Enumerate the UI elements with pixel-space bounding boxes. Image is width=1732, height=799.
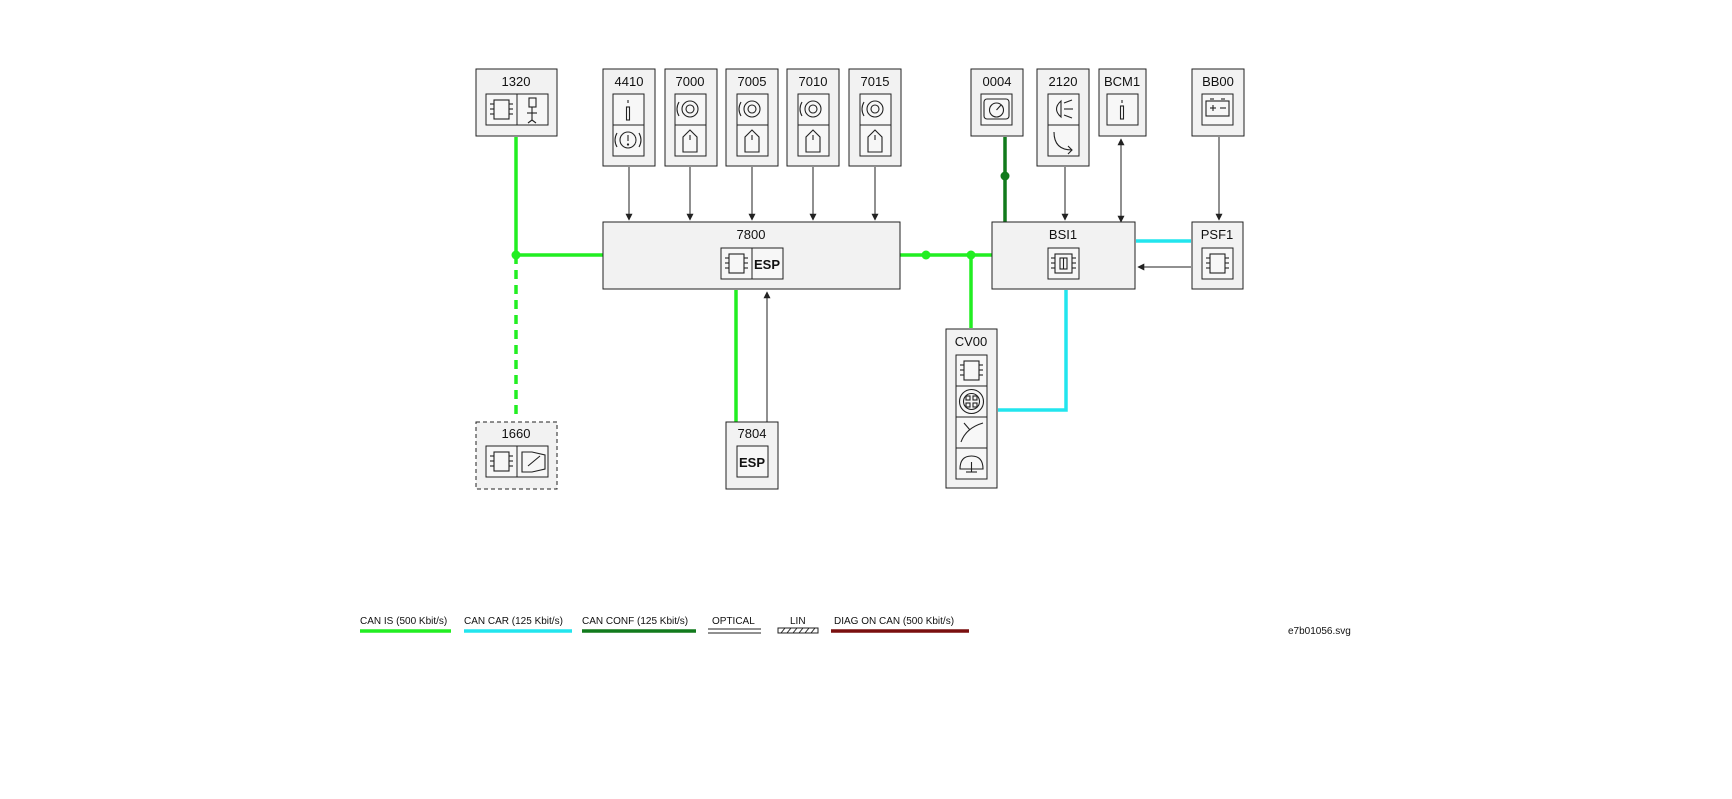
module-psf1-label: PSF1 bbox=[1201, 227, 1234, 242]
wired-links bbox=[625, 137, 1223, 422]
legend-diag-on-can-label: DIAG ON CAN (500 Kbit/s) bbox=[834, 616, 954, 627]
ecu-chip-icon bbox=[490, 99, 513, 120]
module-1660-label: 1660 bbox=[502, 426, 531, 441]
module-0004[interactable]: 0004 bbox=[970, 68, 1024, 137]
sensor-probe-icon bbox=[805, 129, 821, 153]
ecu-chip-icon bbox=[490, 451, 513, 472]
module-2120[interactable]: 2120 bbox=[1036, 68, 1090, 167]
module-psf1[interactable]: PSF1 bbox=[1191, 221, 1244, 290]
legend-lin: LIN bbox=[777, 616, 819, 634]
wheel-speed-sensor-icon bbox=[799, 100, 822, 118]
steering-angle-icon bbox=[1053, 131, 1073, 155]
sensor-probe-icon bbox=[744, 129, 760, 153]
wheel-speed-sensor-icon bbox=[676, 100, 699, 118]
module-7010-label: 7010 bbox=[799, 74, 828, 89]
legend-can-conf-label: CAN CONF (125 Kbit/s) bbox=[582, 616, 688, 627]
esp-icon: ESP bbox=[739, 455, 765, 470]
instrument-panel-icon bbox=[983, 98, 1010, 120]
module-bb00-label: BB00 bbox=[1202, 74, 1234, 89]
module-7800-label: 7800 bbox=[737, 227, 766, 242]
horn-steering-icon bbox=[959, 455, 984, 473]
can-is-junction-cv00 bbox=[966, 250, 976, 260]
legend-can-conf: CAN CONF (125 Kbit/s) bbox=[582, 616, 696, 633]
module-bb00[interactable]: BB00 bbox=[1191, 68, 1245, 137]
fuel-injector-icon bbox=[527, 97, 537, 124]
legend-diag-on-can: DIAG ON CAN (500 Kbit/s) bbox=[831, 616, 969, 633]
legend-can-is: CAN IS (500 Kbit/s) bbox=[360, 616, 451, 633]
legend-can-car-label: CAN CAR (125 Kbit/s) bbox=[464, 616, 563, 627]
module-4410[interactable]: 4410 bbox=[602, 68, 656, 167]
headlamp-icon bbox=[1055, 99, 1073, 119]
legend-can-car: CAN CAR (125 Kbit/s) bbox=[464, 616, 572, 633]
module-7005[interactable]: 7005 bbox=[725, 68, 779, 167]
module-1660[interactable]: 1660 bbox=[475, 421, 558, 490]
can-car-bus bbox=[998, 239, 1191, 412]
module-7015-label: 7015 bbox=[861, 74, 890, 89]
can-conf-junction bbox=[1000, 171, 1010, 181]
module-7005-label: 7005 bbox=[738, 74, 767, 89]
filename-caption: e7b01056.svg bbox=[1288, 626, 1351, 637]
can-is-junction-7800 bbox=[921, 250, 931, 260]
module-7000-label: 7000 bbox=[676, 74, 705, 89]
ecu-chip-icon bbox=[1206, 253, 1229, 274]
module-7804[interactable]: 7804 ESP bbox=[725, 421, 779, 490]
module-7804-label: 7804 bbox=[738, 426, 767, 441]
module-cv00[interactable]: CV00 bbox=[945, 328, 998, 489]
wheel-speed-sensor-icon bbox=[738, 100, 761, 118]
brake-warning-icon bbox=[614, 131, 642, 149]
module-7800[interactable]: 7800 ESP bbox=[602, 221, 901, 290]
legend: CAN IS (500 Kbit/s) CAN CAR (125 Kbit/s)… bbox=[360, 616, 969, 634]
module-1320-label: 1320 bbox=[502, 74, 531, 89]
module-0004-label: 0004 bbox=[983, 74, 1012, 89]
module-bcm1-label: BCM1 bbox=[1104, 74, 1140, 89]
switch-icon bbox=[1119, 100, 1125, 120]
sensor-probe-icon bbox=[682, 129, 698, 153]
module-4410-label: 4410 bbox=[615, 74, 644, 89]
esp-icon: ESP bbox=[754, 257, 780, 272]
module-1320[interactable]: 1320 bbox=[475, 68, 558, 137]
legend-can-is-label: CAN IS (500 Kbit/s) bbox=[360, 616, 447, 627]
module-bsi1-label: BSI1 bbox=[1049, 227, 1077, 242]
legend-optical: OPTICAL bbox=[708, 616, 761, 634]
module-7015[interactable]: 7015 bbox=[848, 68, 902, 167]
module-2120-label: 2120 bbox=[1049, 74, 1078, 89]
sensor-probe-icon bbox=[867, 129, 883, 153]
module-bcm1[interactable]: BCM1 bbox=[1098, 68, 1147, 137]
steering-wheel-controls-icon bbox=[958, 388, 985, 415]
ecu-chip-icon bbox=[725, 253, 748, 274]
can-is-bus bbox=[514, 137, 992, 422]
module-bsi1[interactable]: BSI1 bbox=[991, 221, 1136, 290]
can-is-junction-1320 bbox=[511, 250, 521, 260]
wiper-stalk-icon bbox=[960, 422, 984, 443]
legend-lin-label: LIN bbox=[790, 616, 806, 627]
fuse-box-icon bbox=[1051, 253, 1076, 274]
ecu-chip-icon bbox=[960, 360, 983, 381]
module-7010[interactable]: 7010 bbox=[786, 68, 840, 167]
legend-optical-label: OPTICAL bbox=[712, 616, 755, 627]
filter-icon bbox=[521, 451, 546, 473]
switch-icon bbox=[625, 100, 631, 121]
module-cv00-label: CV00 bbox=[955, 334, 988, 349]
wheel-speed-sensor-icon bbox=[861, 100, 884, 118]
battery-icon bbox=[1205, 98, 1230, 117]
module-7000[interactable]: 7000 bbox=[664, 68, 718, 167]
